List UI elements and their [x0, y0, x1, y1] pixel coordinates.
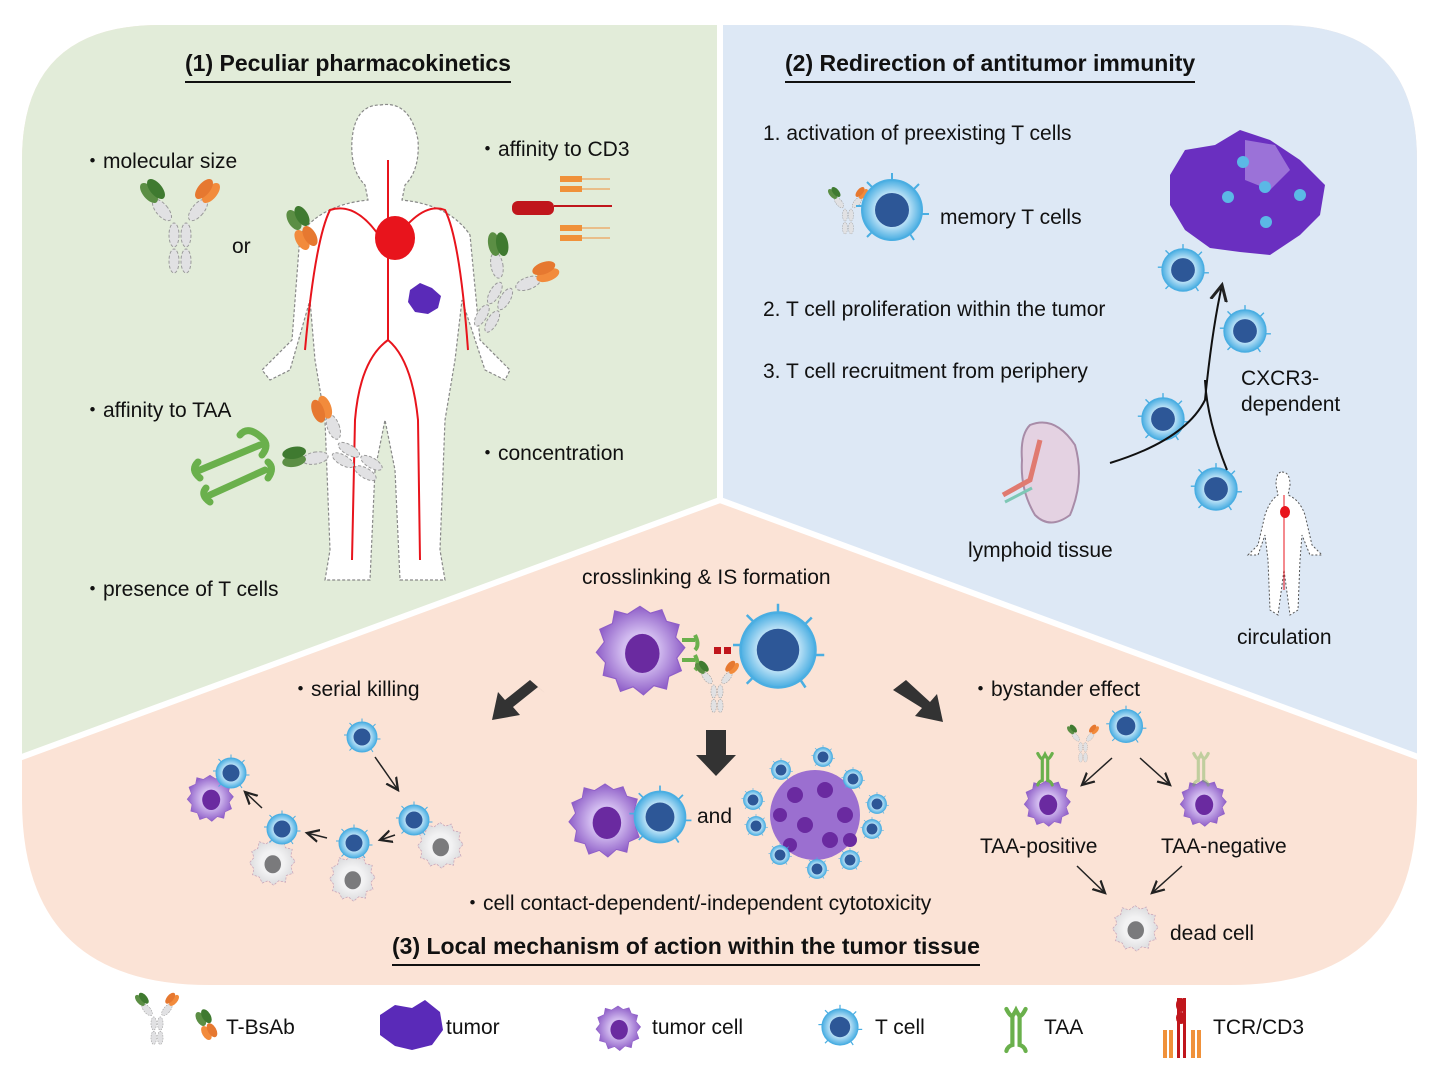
legend-tumor-cell-label: tumor cell: [652, 1016, 744, 1039]
molecular-size-label: molecular size: [82, 145, 237, 175]
tumor-mass-icon: [408, 283, 441, 314]
tumor-cell-icon: [595, 1005, 641, 1051]
circulation-body-icon: [1246, 471, 1324, 616]
tumor-cluster-icon: [741, 744, 890, 879]
panel3-title: (3) Local mechanism of action within the…: [392, 933, 980, 966]
step-1-label: 1. activation of preexisting T cells: [763, 122, 1072, 145]
cxcr3-label: CXCR3-: [1241, 367, 1320, 390]
arrow-down-icon: [696, 730, 736, 776]
step-3-label: 3. T cell recruitment from periphery: [763, 360, 1088, 383]
arrow-right-icon: [893, 680, 943, 722]
step-2-label: 2. T cell proliferation within the tumor: [763, 298, 1106, 321]
t-bsab-icon: [132, 990, 182, 1045]
divider-left: [22, 497, 722, 768]
taa-negative-label: TAA-negative: [1161, 835, 1287, 858]
legend-t-cell-label: T cell: [875, 1016, 925, 1039]
or-label: or: [232, 235, 251, 258]
panel1-title: (1) Peculiar pharmacokinetics: [185, 50, 511, 83]
legend-tumor-label: tumor: [446, 1016, 500, 1039]
serial-killing-diagram: [186, 718, 464, 902]
tumor-mass-icon: [1170, 130, 1325, 255]
dead-cell-label: dead cell: [1170, 922, 1255, 945]
bystander-effect-label: bystander effect: [970, 673, 1140, 703]
memory-t-cells-label: memory T cells: [940, 206, 1082, 229]
lymphoid-tissue-label: lymphoid tissue: [968, 539, 1113, 562]
presence-t-cells-label: presence of T cells: [82, 573, 279, 603]
big-arrows: [492, 680, 943, 776]
taa-positive-label: TAA-positive: [980, 835, 1098, 858]
and-label: and: [697, 805, 733, 828]
taa-icon: [1006, 1009, 1025, 1051]
t-bsab-fragment-icon: [193, 1007, 220, 1042]
panel2-title: (2) Redirection of antitumor immunity: [785, 50, 1196, 83]
taa-molecules-icon: [191, 427, 275, 506]
heart-icon: [375, 216, 415, 260]
tcr-icon: [724, 647, 731, 654]
circulation-label: circulation: [1237, 626, 1332, 649]
taa-icon: [682, 634, 700, 672]
concentration-label: concentration: [477, 437, 624, 467]
legend-t-bsab-label: T-BsAb: [226, 1016, 295, 1039]
legend-taa-label: TAA: [1044, 1016, 1084, 1039]
t-cell-icon: [817, 1004, 863, 1046]
cd3-receptor-icon: [512, 176, 612, 241]
legend: [132, 990, 1201, 1058]
crosslinking-label: crosslinking & IS formation: [582, 566, 831, 589]
legend-tcr-cd3-label: TCR/CD3: [1213, 1016, 1305, 1039]
tumor-icon: [380, 1000, 443, 1050]
circulation-path: [1204, 379, 1228, 471]
recruitment-arrow: [1109, 285, 1222, 464]
tcr-icon: [714, 647, 721, 654]
arrow-left-icon: [492, 680, 545, 720]
serial-killing-label: serial killing: [290, 673, 420, 703]
cytotoxicity-label: cell contact-dependent/-independent cyto…: [462, 887, 931, 917]
dependent-label: dependent: [1241, 393, 1341, 416]
bystander-diagram: [1023, 705, 1227, 952]
affinity-taa-label: affinity to TAA: [82, 394, 231, 424]
human-body-figure: [261, 103, 511, 581]
lymphoid-tissue-icon: [1001, 421, 1080, 524]
divider-right: [718, 497, 1417, 768]
tcr-cd3-icon: [1163, 998, 1201, 1058]
affinity-cd3-label: affinity to CD3: [477, 133, 630, 163]
